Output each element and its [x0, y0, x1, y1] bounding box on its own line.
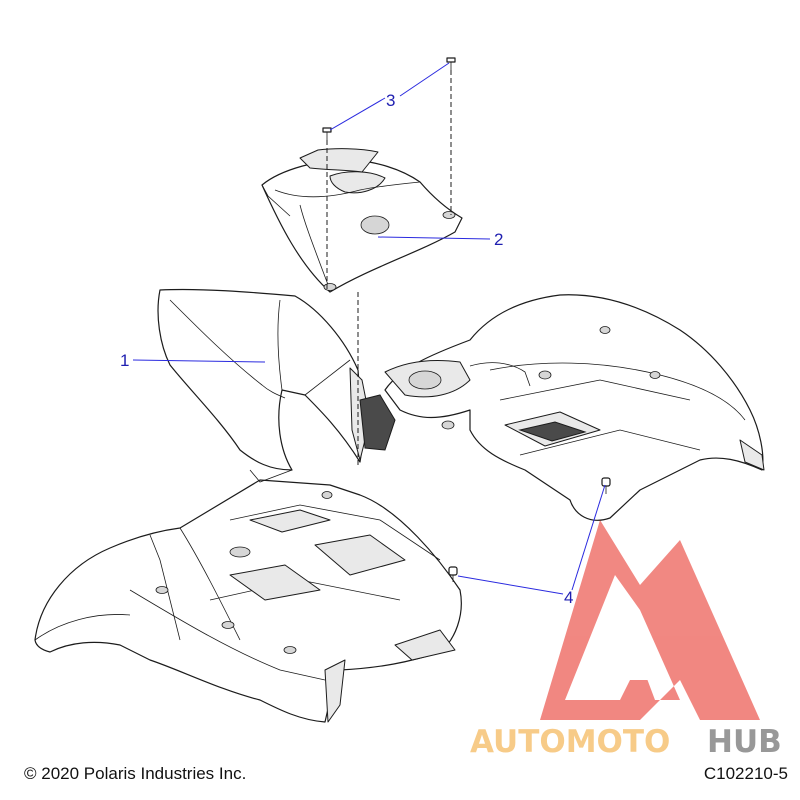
watermark-text-part1: AUTOMOTO: [470, 724, 670, 760]
leader-3b: [399, 62, 450, 97]
part-1-fender-assembly: [34, 288, 765, 723]
leader-4b: [571, 484, 606, 591]
callout-labels: 1 2 3 4: [120, 91, 573, 607]
callout-2: 2: [494, 230, 503, 249]
copyright-notice: © 2020 Polaris Industries Inc.: [24, 764, 247, 783]
leader-lines: [132, 62, 606, 595]
watermark-logo: AUTOMOTO HUB: [470, 520, 782, 760]
callout-1: 1: [120, 351, 129, 370]
watermark-text-part2: HUB: [707, 724, 782, 760]
watermark-triangle-mark: [540, 520, 760, 720]
leader-2: [377, 236, 491, 240]
part-4-push-rivets: [448, 477, 611, 582]
leader-4a: [457, 575, 564, 595]
part-2-console-cover: [261, 148, 463, 293]
leader-3a: [329, 97, 386, 131]
installation-centerlines: [326, 70, 452, 465]
callout-4: 4: [564, 588, 573, 607]
figure-id: C102210-5: [703, 764, 788, 783]
callout-3: 3: [386, 91, 395, 110]
leader-1: [132, 359, 266, 363]
part-3-screws: [322, 57, 456, 142]
